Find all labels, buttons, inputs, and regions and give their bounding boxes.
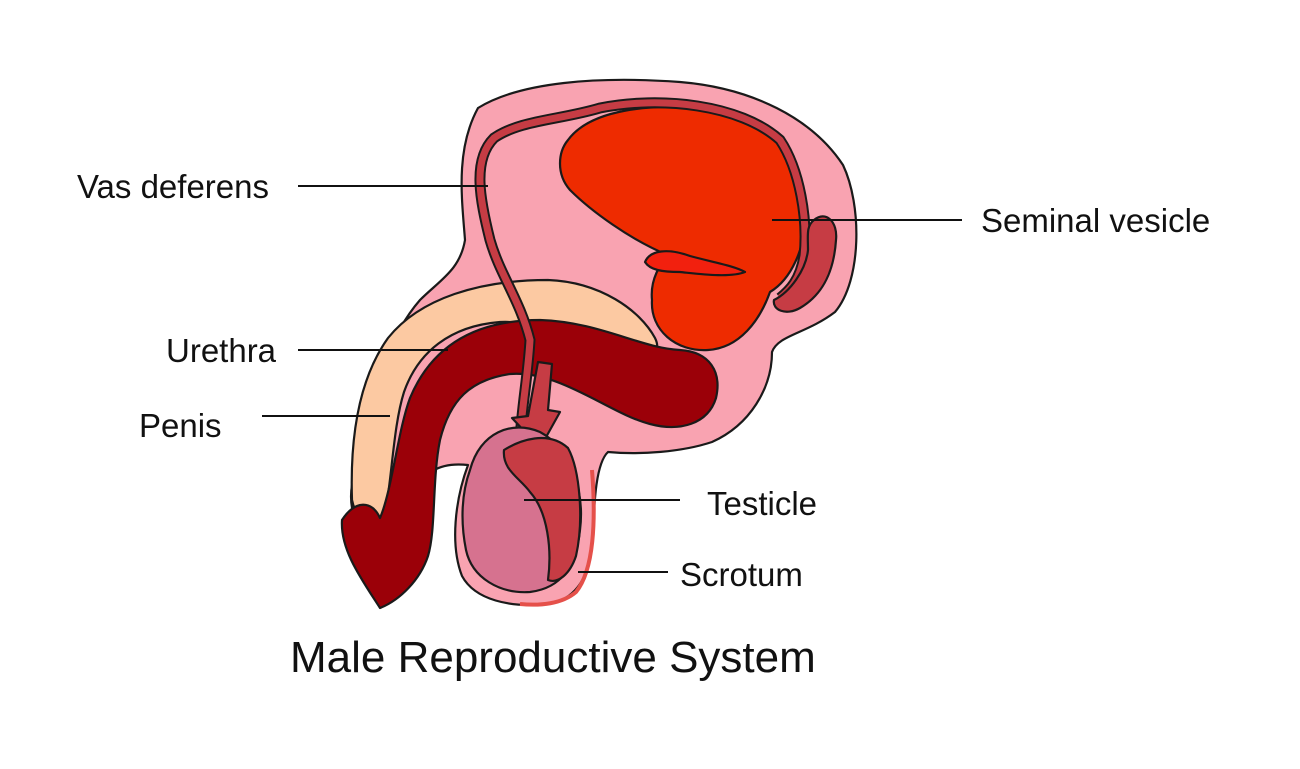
diagram-title: Male Reproductive System: [290, 633, 816, 682]
vas-deferens-label: Vas deferens: [77, 168, 270, 205]
penis-label: Penis: [139, 407, 222, 444]
epididymis-upper: [772, 215, 838, 313]
seminal-vesicle-label: Seminal vesicle: [981, 202, 1211, 239]
testicle-label: Testicle: [707, 485, 818, 522]
vas-deferens-fill: [476, 99, 809, 441]
epididymis: [502, 437, 582, 582]
scrotum: [519, 469, 596, 607]
urethra-label: Urethra: [166, 332, 277, 369]
penis: [340, 318, 719, 610]
spermatic-cord: [510, 360, 562, 450]
scrotum-label: Scrotum: [680, 556, 803, 593]
ejaculatory-duct: [643, 250, 747, 277]
